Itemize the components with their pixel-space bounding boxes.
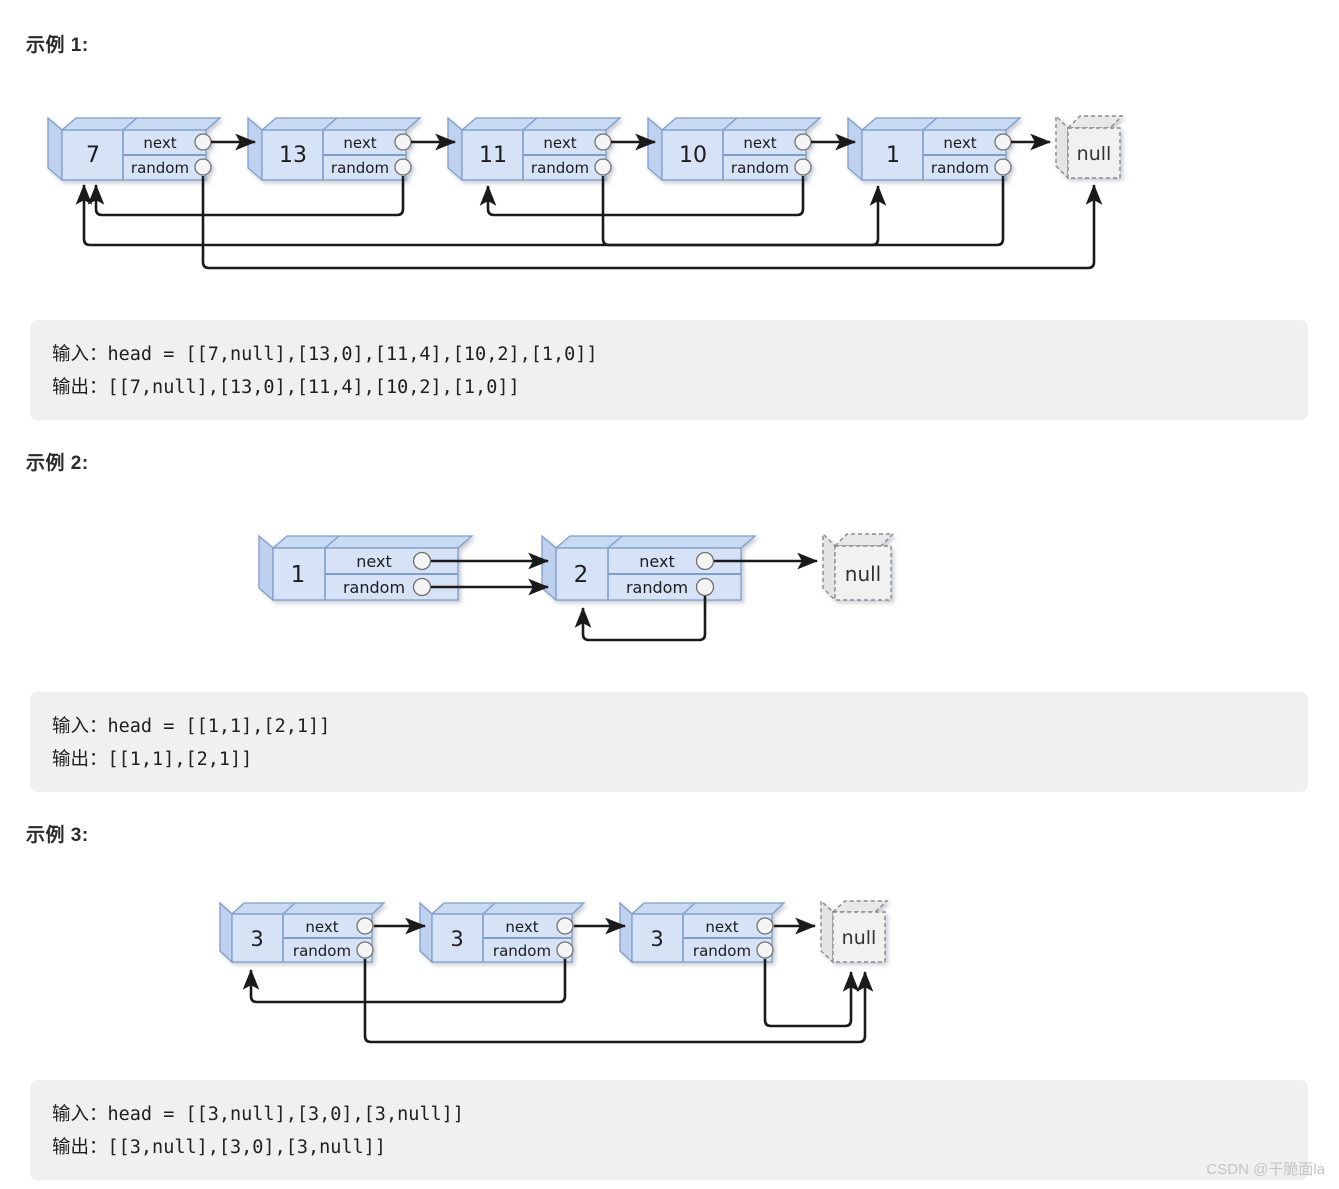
example-1-code-block: 输入：head = [[7,null],[13,0],[11,4],[10,2]… (30, 320, 1308, 420)
random-label: random (343, 578, 405, 597)
next-label: next (505, 918, 538, 936)
node-value: 1 (886, 143, 900, 168)
node-value: 13 (279, 143, 307, 168)
null-box: null (820, 899, 889, 964)
node-value: 10 (679, 143, 707, 168)
random-arrow-11-to-1 (601, 176, 887, 247)
random-port[interactable] (356, 941, 374, 959)
node-value: 1 (291, 562, 306, 588)
next-port[interactable] (594, 133, 612, 151)
next-port[interactable] (756, 917, 774, 935)
next-port[interactable] (394, 133, 412, 151)
example-2-code-block: 输入：head = [[1,1],[2,1]] 输出：[[1,1],[2,1]] (30, 692, 1308, 792)
node-10[interactable]: 10 next random (647, 116, 822, 182)
code-input-line: 输入：head = [[3,null],[3,0],[3,null]] (52, 1104, 464, 1125)
random-port[interactable] (994, 158, 1012, 176)
next-label: next (743, 134, 776, 152)
example-3-heading: 示例 3: (26, 825, 89, 846)
next-label: next (143, 134, 176, 152)
node-value: 7 (86, 143, 100, 168)
node-value: 3 (450, 927, 463, 951)
random-arrow-2-to-2 (574, 596, 707, 642)
next-port[interactable] (412, 551, 432, 571)
example-3-diagram: 3 next random 3 next random (219, 899, 889, 1044)
node-value: 2 (574, 562, 589, 588)
random-port[interactable] (556, 941, 574, 959)
code-input-line: 输入：head = [[1,1],[2,1]] (52, 716, 331, 737)
node-11[interactable]: 11 next random (447, 116, 622, 182)
random-arrow-a-to-null (363, 959, 874, 1044)
random-label: random (626, 578, 688, 597)
null-label: null (845, 562, 881, 586)
random-label: random (531, 159, 589, 177)
csdn-watermark: CSDN @干脆面la (1206, 1161, 1325, 1178)
null-label: null (842, 927, 877, 949)
random-label: random (731, 159, 789, 177)
node-3-c[interactable]: 3 next random (619, 901, 786, 964)
random-port[interactable] (594, 158, 612, 176)
random-arrow-7-to-null (201, 176, 1103, 270)
node-1[interactable]: 1 next random (258, 534, 474, 602)
random-label: random (131, 159, 189, 177)
null-box: null (1055, 114, 1124, 180)
example-2-diagram: 1 next random 2 next random null (258, 532, 895, 642)
code-output-line: 输出：[[7,null],[13,0],[11,4],[10,2],[1,0]] (52, 377, 520, 398)
next-port[interactable] (695, 551, 715, 571)
random-label: random (931, 159, 989, 177)
example-1-diagram: 7 next random 13 next random (47, 114, 1124, 270)
example-2-heading: 示例 2: (26, 453, 89, 474)
node-3-a[interactable]: 3 next random (219, 901, 386, 964)
next-port[interactable] (794, 133, 812, 151)
random-label: random (293, 942, 351, 960)
null-box: null (822, 532, 895, 602)
random-arrow-c-to-null (763, 959, 860, 1028)
code-input-line: 输入：head = [[7,null],[13,0],[11,4],[10,2]… (52, 344, 598, 365)
random-arrow-10-to-11 (479, 176, 805, 217)
random-label: random (693, 942, 751, 960)
node-13[interactable]: 13 next random (247, 116, 422, 182)
node-value: 3 (250, 927, 263, 951)
random-label: random (493, 942, 551, 960)
random-arrow-b-to-a (242, 959, 567, 1004)
random-port[interactable] (695, 577, 715, 597)
next-label: next (543, 134, 576, 152)
next-label: next (943, 134, 976, 152)
null-label: null (1077, 143, 1112, 165)
next-label: next (356, 552, 391, 571)
example-1-heading: 示例 1: (26, 35, 89, 56)
next-port[interactable] (994, 133, 1012, 151)
random-port[interactable] (756, 941, 774, 959)
random-label: random (331, 159, 389, 177)
random-port[interactable] (394, 158, 412, 176)
next-port[interactable] (194, 133, 212, 151)
next-port[interactable] (556, 917, 574, 935)
random-arrow-1-to-7 (75, 176, 1005, 247)
example-3-code-block: 输入：head = [[3,null],[3,0],[3,null]] 输出：[… (30, 1080, 1308, 1180)
next-label: next (343, 134, 376, 152)
next-label: next (639, 552, 674, 571)
node-value: 11 (479, 143, 507, 168)
code-output-line: 输出：[[3,null],[3,0],[3,null]] (52, 1137, 386, 1158)
next-port[interactable] (356, 917, 374, 935)
node-7[interactable]: 7 next random (47, 116, 222, 182)
node-value: 3 (650, 927, 663, 951)
next-label: next (705, 918, 738, 936)
random-port[interactable] (412, 577, 432, 597)
random-arrow-13-to-7 (87, 176, 405, 217)
node-1[interactable]: 1 next random (847, 116, 1022, 182)
random-port[interactable] (794, 158, 812, 176)
next-label: next (305, 918, 338, 936)
random-port[interactable] (194, 158, 212, 176)
code-output-line: 输出：[[1,1],[2,1]] (52, 749, 253, 770)
node-2[interactable]: 2 next random (541, 534, 757, 602)
node-3-b[interactable]: 3 next random (419, 901, 586, 964)
